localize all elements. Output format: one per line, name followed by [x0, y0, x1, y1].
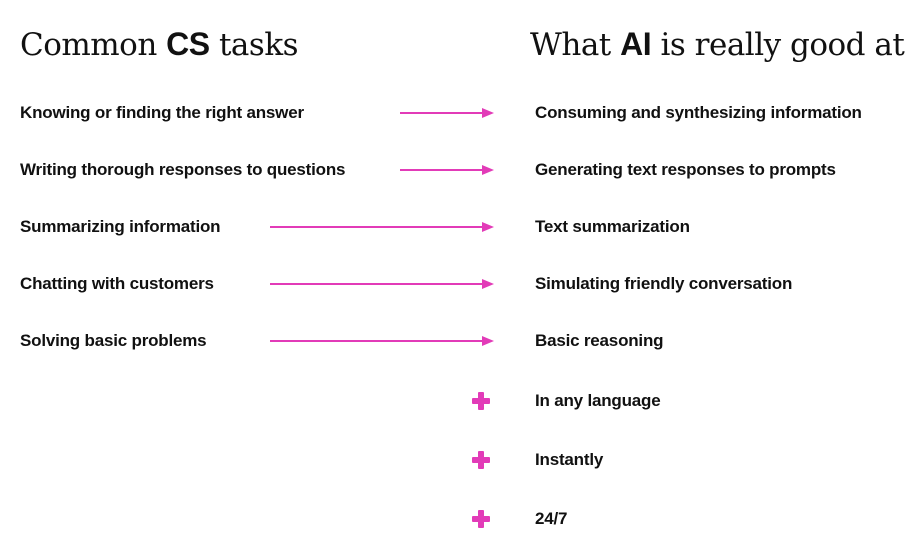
- left-heading-text-end: tasks: [209, 27, 299, 63]
- task-label: Knowing or finding the right answer: [20, 103, 304, 122]
- task-label: Chatting with customers: [20, 274, 214, 293]
- left-heading-text-start: Common: [20, 27, 167, 63]
- task-label: Solving basic problems: [20, 331, 207, 350]
- capability-label: Basic reasoning: [535, 331, 664, 350]
- extra-capability-label: 24/7: [535, 509, 568, 528]
- capability-label: Text summarization: [535, 217, 690, 236]
- right-heading-text-start: What: [530, 27, 621, 63]
- plus-icon: [471, 509, 491, 529]
- arrow-right-icon: [400, 108, 494, 118]
- arrow-right-icon: [270, 336, 494, 346]
- right-heading-text-end: is really good at: [651, 27, 905, 63]
- capability-label: Generating text responses to prompts: [535, 160, 836, 179]
- task-label: Writing thorough responses to questions: [20, 160, 346, 179]
- plus-icon: [471, 391, 491, 411]
- left-column-heading: Common CS tasks: [20, 22, 299, 67]
- left-heading-emphasis: CS: [166, 26, 210, 62]
- arrow-right-icon: [400, 165, 494, 175]
- capability-label: Simulating friendly conversation: [535, 274, 793, 293]
- capability-label: Consuming and synthesizing information: [535, 103, 862, 122]
- extra-capability-label: In any language: [535, 391, 661, 410]
- right-heading-emphasis: AI: [620, 26, 652, 62]
- task-label: Summarizing information: [20, 217, 221, 236]
- extra-capability-label: Instantly: [535, 450, 604, 469]
- plus-icon: [471, 450, 491, 470]
- right-column-heading: What AI is really good at: [530, 22, 905, 67]
- arrow-right-icon: [270, 222, 494, 232]
- arrow-right-icon: [270, 279, 494, 289]
